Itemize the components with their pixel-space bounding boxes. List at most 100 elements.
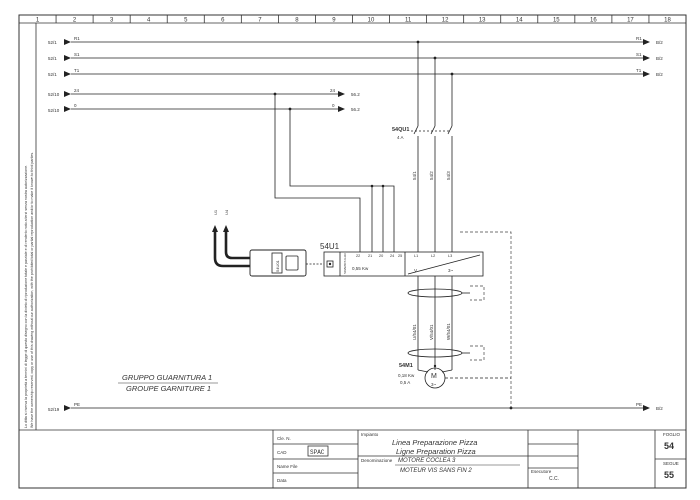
- breaker-contact-1: [413, 125, 419, 135]
- control-wires: [274, 94, 395, 252]
- tb-esecutore-label: Esecutore: [531, 469, 552, 474]
- group-label-it: GRUPPO GUARNITURA 1: [122, 373, 212, 382]
- connector-wire-u4: U4: [224, 209, 229, 215]
- connector-label: 54U01: [275, 259, 280, 272]
- column-number: 5: [184, 18, 188, 24]
- wire-label-0: 0: [74, 103, 77, 108]
- motor-feed-2: [441, 369, 453, 373]
- left-ref-0: 52/10: [48, 108, 60, 113]
- motor-symbol: M: [431, 373, 437, 380]
- tb-denominazione-it: MOTORE COCLEA 3: [398, 458, 456, 464]
- right-arrow-24: [338, 91, 345, 97]
- left-arrows: [64, 39, 71, 411]
- left-ref-pe: 52/19: [48, 407, 60, 412]
- left-ref-group: 52/1 52/1 52/1 52/10 52/10 52/19: [48, 40, 60, 412]
- tb-cad-value: SPAC: [310, 449, 325, 456]
- connector-54u01: [212, 225, 324, 277]
- right-arrows: [338, 39, 650, 411]
- inv-term-l1: L1: [414, 254, 418, 258]
- right-ref-s1: B/2: [656, 56, 663, 61]
- tb-esecutore-value: C.C.: [549, 476, 559, 482]
- tb-foglio-value: 54: [664, 441, 674, 451]
- inv-term-24: 24: [390, 254, 394, 258]
- connector-housing: [249, 249, 307, 277]
- wire-label-t1: T1: [74, 68, 80, 73]
- right-arrow-0: [338, 106, 345, 112]
- column-number: 8: [295, 18, 299, 24]
- breaker-contact-3: [447, 125, 453, 135]
- connector-arrow-u1: [212, 225, 218, 232]
- motor-cables: [407, 276, 470, 389]
- right-arrow-r1: [643, 39, 650, 45]
- wire-label-24-right: 24: [330, 88, 336, 93]
- right-ref-24: 56.2: [351, 92, 360, 97]
- tb-segue-label: SEGUE: [663, 461, 679, 466]
- right-arrow-pe: [643, 405, 650, 411]
- right-ref-t1: B/2: [656, 72, 663, 77]
- wire-label-r1-right: R1: [636, 36, 642, 41]
- breaker-rating: 4 A: [397, 135, 404, 140]
- wire-label-s1-right: S1: [636, 52, 642, 57]
- inverter-phase: 3~: [448, 268, 454, 273]
- connector-cable-u4: [224, 232, 250, 260]
- wire-label-pe-right: PE: [636, 402, 642, 407]
- tb-cad-label: CAD: [277, 450, 287, 455]
- inv-term-l3: L3: [448, 254, 452, 258]
- right-arrow-t1: [643, 71, 650, 77]
- bus-wires: [71, 41, 643, 409]
- breaker-contact-2: [430, 125, 436, 135]
- left-arrow-s1: [64, 55, 71, 61]
- breaker-pole-1: 54/1: [412, 171, 417, 180]
- inv-term-20: 20: [379, 254, 383, 258]
- tb-data-label: Data: [277, 478, 287, 483]
- group-label-fr: GROUPE GARNITURE 1: [126, 384, 211, 393]
- inverter-port-dot: [328, 262, 332, 266]
- column-number: 17: [627, 18, 634, 24]
- inv-term-21: 21: [368, 254, 372, 258]
- inv-term-l2: L2: [431, 254, 435, 258]
- column-number: 10: [368, 18, 375, 24]
- left-ref-r1: 52/1: [48, 40, 57, 45]
- column-number: 18: [664, 18, 671, 24]
- right-ref-0: 56.2: [351, 107, 360, 112]
- column-number: 13: [479, 18, 486, 24]
- left-ref-t1: 52/1: [48, 72, 57, 77]
- side-note-italian: Lo ditta si riserva la proprietà a termi…: [24, 165, 28, 428]
- inv-term-25: 25: [398, 254, 402, 258]
- breaker-pole-3: 54/3: [446, 171, 451, 180]
- inverter-side-label: SINAMICS G110: [343, 253, 347, 274]
- left-arrow-0: [64, 106, 71, 112]
- wire-label-24: 24: [74, 88, 80, 93]
- column-number: 2: [73, 18, 77, 24]
- wire-label-s1: S1: [74, 52, 80, 57]
- junction-ctrl-2: [381, 184, 385, 188]
- tb-cliente-label: Cle. N.: [277, 436, 291, 441]
- column-number: 1: [36, 18, 40, 24]
- column-ticks: [55, 15, 650, 23]
- tb-impianto-label: Impianto: [361, 432, 379, 437]
- column-number: 9: [332, 18, 336, 24]
- inverter-port: [326, 260, 334, 268]
- left-arrow-t1: [64, 71, 71, 77]
- motor-phase: 3~: [431, 382, 437, 387]
- inverter-tag: 54U1: [320, 242, 340, 251]
- inverter-model: 0,55 Kw: [352, 266, 369, 271]
- dashed-enclosure: [460, 231, 512, 408]
- right-ref-pe: B/2: [656, 406, 663, 411]
- connector-cable-u1: [213, 232, 250, 268]
- wire-label-r1: R1: [74, 36, 80, 41]
- column-number: 6: [221, 18, 225, 24]
- motor-power: 0,18 Kw: [398, 373, 415, 378]
- motor-feed: [417, 369, 429, 373]
- left-ref-s1: 52/1: [48, 56, 57, 61]
- column-number: 4: [147, 18, 151, 24]
- junction-dots: [273, 40, 513, 410]
- column-number: 3: [110, 18, 114, 24]
- column-number: 16: [590, 18, 597, 24]
- inverter-54u1: [323, 251, 484, 277]
- dashed-bracket-1: [470, 285, 485, 301]
- dashed-enclosure-line: [460, 231, 512, 408]
- connector-plug: [271, 252, 283, 274]
- breaker-54qu1: [411, 42, 453, 252]
